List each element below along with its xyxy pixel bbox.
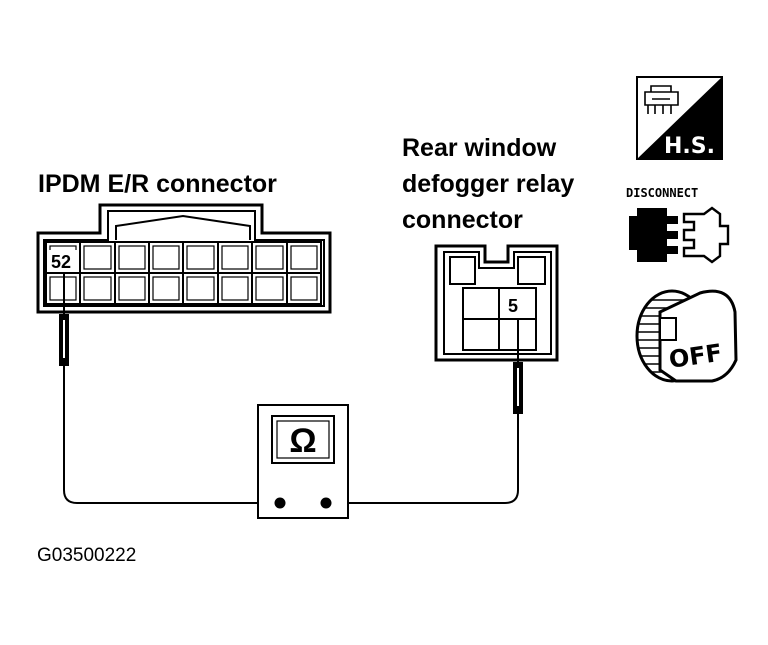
relay-pin-number: 5 (508, 296, 518, 316)
ohmmeter (257, 404, 349, 519)
test-lead-right (326, 414, 519, 504)
hs-icon-text: H.S. (664, 134, 715, 159)
figure-id: G03500222 (37, 545, 136, 566)
ipdm-pin-number: 52 (51, 252, 71, 272)
probe-left (59, 272, 69, 366)
relay-connector-label-line1: Rear window (402, 134, 557, 162)
probe-right (513, 318, 523, 414)
harness-side-icon: H.S. (636, 76, 723, 160)
ohm-symbol: Ω (289, 422, 316, 460)
relay-connector-label-line2: defogger relay (402, 170, 574, 198)
test-lead-left (63, 366, 278, 504)
ignition-off-icon: OFF (635, 289, 738, 383)
disconnect-icon-text: DISCONNECT (626, 186, 698, 200)
relay-connector (434, 244, 559, 362)
ipdm-connector (36, 203, 332, 314)
ipdm-pin-label-bg (48, 250, 78, 272)
relay-connector-label-line3: connector (402, 206, 523, 234)
ipdm-connector-label: IPDM E/R connector (38, 170, 277, 198)
disconnect-icon: DISCONNECT (626, 186, 730, 264)
